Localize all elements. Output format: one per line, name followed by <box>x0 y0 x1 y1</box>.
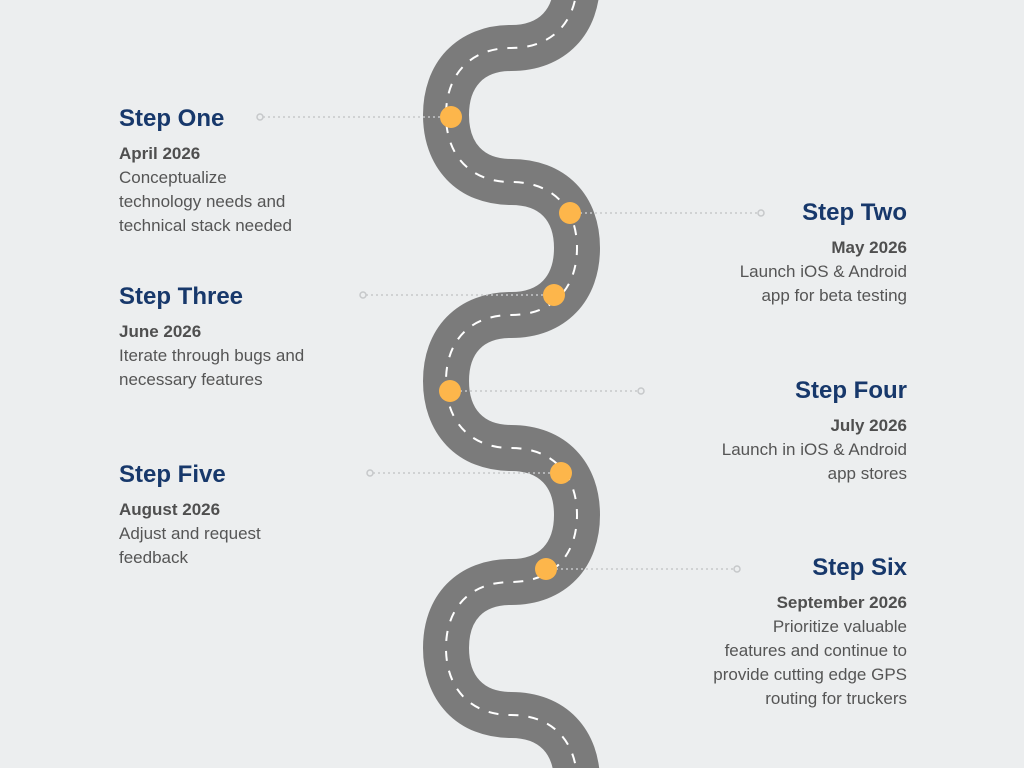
step-two: Step Two May 2026 Launch iOS & Android a… <box>647 198 907 308</box>
milestone-marker-step-six <box>535 558 557 580</box>
step-date: August 2026 <box>119 500 221 519</box>
milestone-marker-step-one <box>440 106 462 128</box>
step-description: Prioritize valuable features and continu… <box>713 617 907 708</box>
step-title: Step Two <box>802 199 907 226</box>
connector-end-step-one <box>256 113 264 121</box>
step-date: June 2026 <box>119 322 202 341</box>
step-four: Step Four July 2026 Launch in iOS & Andr… <box>647 376 907 486</box>
step-date: April 2026 <box>119 144 201 163</box>
step-title: Step One <box>119 105 225 132</box>
step-title: Step Four <box>795 377 907 404</box>
step-date: September 2026 <box>776 593 907 612</box>
milestone-markers <box>439 106 581 580</box>
milestone-marker-step-four <box>439 380 461 402</box>
connectors <box>256 113 765 573</box>
connector-end-step-six <box>733 565 741 573</box>
step-description: Adjust and request feedback <box>119 524 261 567</box>
step-description: Launch in iOS & Android app stores <box>721 440 907 483</box>
step-date: July 2026 <box>830 416 907 435</box>
step-one: Step One April 2026 Conceptualize techno… <box>119 104 379 238</box>
step-title: Step Three <box>119 283 244 310</box>
step-five: Step Five August 2026 Adjust and request… <box>119 460 379 570</box>
step-description: Conceptualize technology needs and techn… <box>119 168 292 235</box>
connector-end-step-four <box>637 387 645 395</box>
connector-end-step-five <box>366 469 374 477</box>
road-surface <box>422 0 601 768</box>
milestone-marker-step-three <box>543 284 565 306</box>
step-description: Launch iOS & Android app for beta testin… <box>739 262 907 305</box>
step-date: May 2026 <box>831 238 907 257</box>
step-description: Iterate through bugs and necessary featu… <box>119 346 305 389</box>
connector-end-step-two <box>757 209 765 217</box>
connector-end-step-three <box>359 291 367 299</box>
milestone-marker-step-five <box>550 462 572 484</box>
road <box>422 0 601 768</box>
step-three: Step Three June 2026 Iterate through bug… <box>119 282 379 392</box>
step-title: Step Six <box>812 554 907 581</box>
milestone-marker-step-two <box>559 202 581 224</box>
step-title: Step Five <box>119 461 226 488</box>
step-six: Step Six September 2026 Prioritize valua… <box>647 553 907 711</box>
